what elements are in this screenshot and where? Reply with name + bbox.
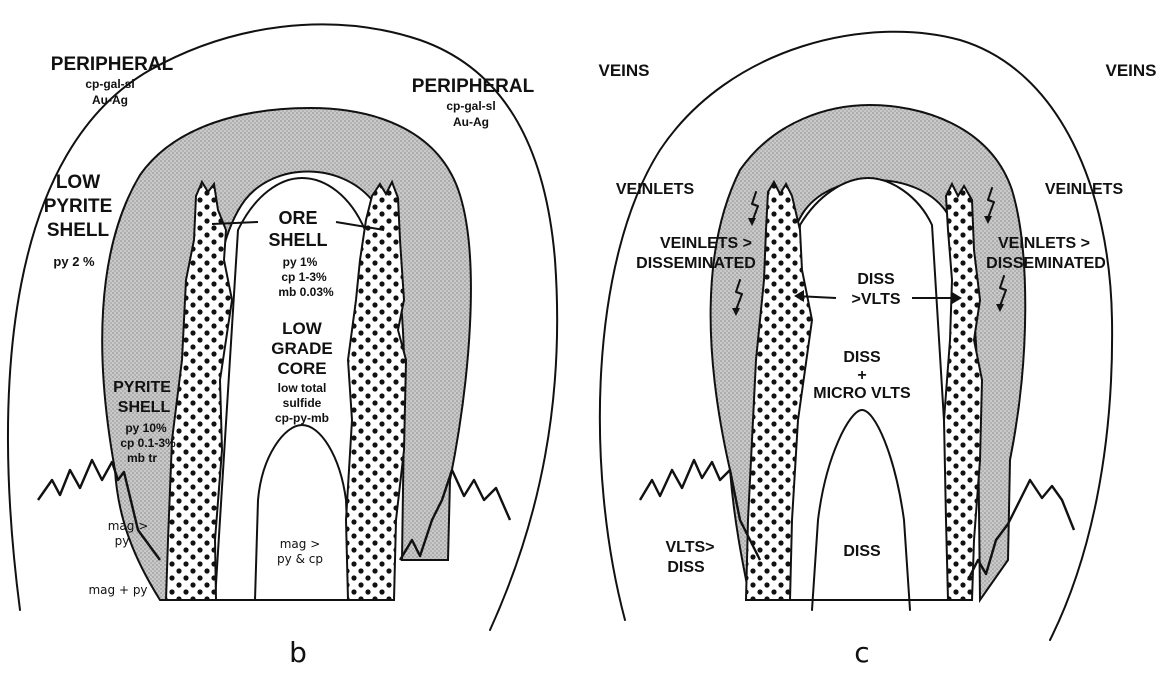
mag-py-line2: py bbox=[115, 534, 130, 548]
peripheral-left-title: PERIPHERAL bbox=[51, 54, 174, 75]
panel-c: VEINS VEINS VEINLETS VEINLETS VEINLETS >… bbox=[598, 32, 1156, 669]
peripheral-left-line2: Au-Ag bbox=[92, 93, 128, 107]
low-pyrite-shell-line1: LOW bbox=[56, 172, 100, 193]
low-pyrite-shell-line3: SHELL bbox=[47, 220, 110, 241]
veinlets-left-label: VEINLETS bbox=[616, 181, 695, 198]
peripheral-right-line1: cp-gal-sl bbox=[446, 99, 495, 113]
veins-right-label: VEINS bbox=[1105, 61, 1156, 80]
panel-c-letter: c bbox=[854, 636, 869, 669]
peripheral-right-title: PERIPHERAL bbox=[412, 76, 535, 97]
mag-py-line1: mag > bbox=[108, 519, 149, 533]
pyrite-shell-py: py 10% bbox=[125, 421, 167, 435]
low-pyrite-shell-line2: PYRITE bbox=[44, 196, 113, 217]
peripheral-right-line2: Au-Ag bbox=[453, 115, 489, 129]
low-grade-core-line3: CORE bbox=[277, 359, 326, 378]
panel-b-letter: b bbox=[289, 636, 307, 669]
pyrite-shell-mb: mb tr bbox=[127, 451, 157, 465]
diss-vlts-line2: >VLTS bbox=[851, 291, 900, 308]
vlts-diss-line2: DISS bbox=[667, 559, 705, 576]
ore-shell-line2: SHELL bbox=[268, 230, 327, 250]
veinlets-diss-right-line2: DISSEMINATED bbox=[986, 255, 1106, 272]
diss-vlts-line1: DISS bbox=[857, 271, 895, 288]
veinlets-right-label: VEINLETS bbox=[1045, 181, 1124, 198]
pyrite-shell-line1: PYRITE bbox=[113, 379, 171, 396]
diss-micro-line1: DISS bbox=[843, 349, 881, 366]
low-grade-core-line5: sulfide bbox=[283, 396, 322, 410]
low-grade-core-line1: LOW bbox=[282, 319, 323, 338]
mag-core-line1: mag > bbox=[280, 537, 321, 551]
pyrite-shell-line2: SHELL bbox=[118, 399, 171, 416]
ore-shell-py: py 1% bbox=[283, 255, 318, 269]
low-pyrite-shell-py: py 2 % bbox=[53, 254, 95, 269]
veinlets-diss-right-line1: VEINLETS > bbox=[998, 235, 1090, 252]
diss-micro-line3: MICRO VLTS bbox=[813, 385, 911, 402]
ore-shell-line1: ORE bbox=[278, 208, 317, 228]
ore-shell-mb: mb 0.03% bbox=[278, 285, 334, 299]
low-grade-core-line6: cp-py-mb bbox=[275, 411, 329, 425]
veins-left-label: VEINS bbox=[598, 61, 649, 80]
diss-core-label: DISS bbox=[843, 543, 881, 560]
mag-core-line2: py & cp bbox=[277, 552, 323, 566]
diss-micro-line2: + bbox=[857, 367, 866, 384]
veinlets-diss-left-line2: DISSEMINATED bbox=[636, 255, 756, 272]
ore-shell-cp: cp 1-3% bbox=[281, 270, 327, 284]
panel-b: PERIPHERAL cp-gal-sl Au-Ag PERIPHERAL cp… bbox=[8, 24, 557, 669]
mag-plus-py-label: mag + py bbox=[88, 583, 147, 597]
vlts-diss-line1: VLTS> bbox=[665, 539, 714, 556]
low-grade-core-line4: low total bbox=[278, 381, 327, 395]
pyrite-shell-cp: cp 0.1-3% bbox=[120, 436, 176, 450]
low-grade-core-line2: GRADE bbox=[271, 339, 332, 358]
peripheral-left-line1: cp-gal-sl bbox=[85, 77, 134, 91]
veinlets-diss-left-line1: VEINLETS > bbox=[660, 235, 752, 252]
